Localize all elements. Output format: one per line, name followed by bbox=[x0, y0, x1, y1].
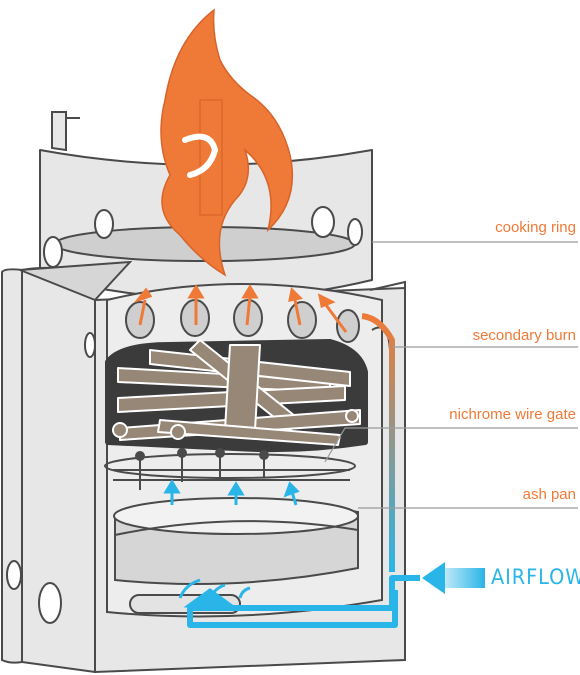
label-airflow: AIRFLOW bbox=[491, 565, 580, 589]
airflow-arrow-icon bbox=[422, 562, 485, 594]
label-ash-pan: ash pan bbox=[522, 486, 576, 503]
label-secondary-burn: secondary burn bbox=[472, 327, 576, 344]
ash-pan-bowl bbox=[113, 497, 359, 585]
flame-icon bbox=[160, 8, 294, 277]
airflow-up-arrows bbox=[163, 479, 300, 608]
burn-chamber bbox=[104, 283, 391, 618]
airflow-path bbox=[187, 313, 420, 628]
secondary-burn-arrows bbox=[133, 284, 348, 333]
nichrome-wire-gate-grid bbox=[104, 448, 356, 490]
label-cooking-ring: cooking ring bbox=[495, 219, 576, 236]
wood-sticks bbox=[112, 339, 361, 446]
label-nichrome-wire-gate: nichrome wire gate bbox=[449, 406, 576, 423]
leader-lines bbox=[324, 241, 578, 509]
